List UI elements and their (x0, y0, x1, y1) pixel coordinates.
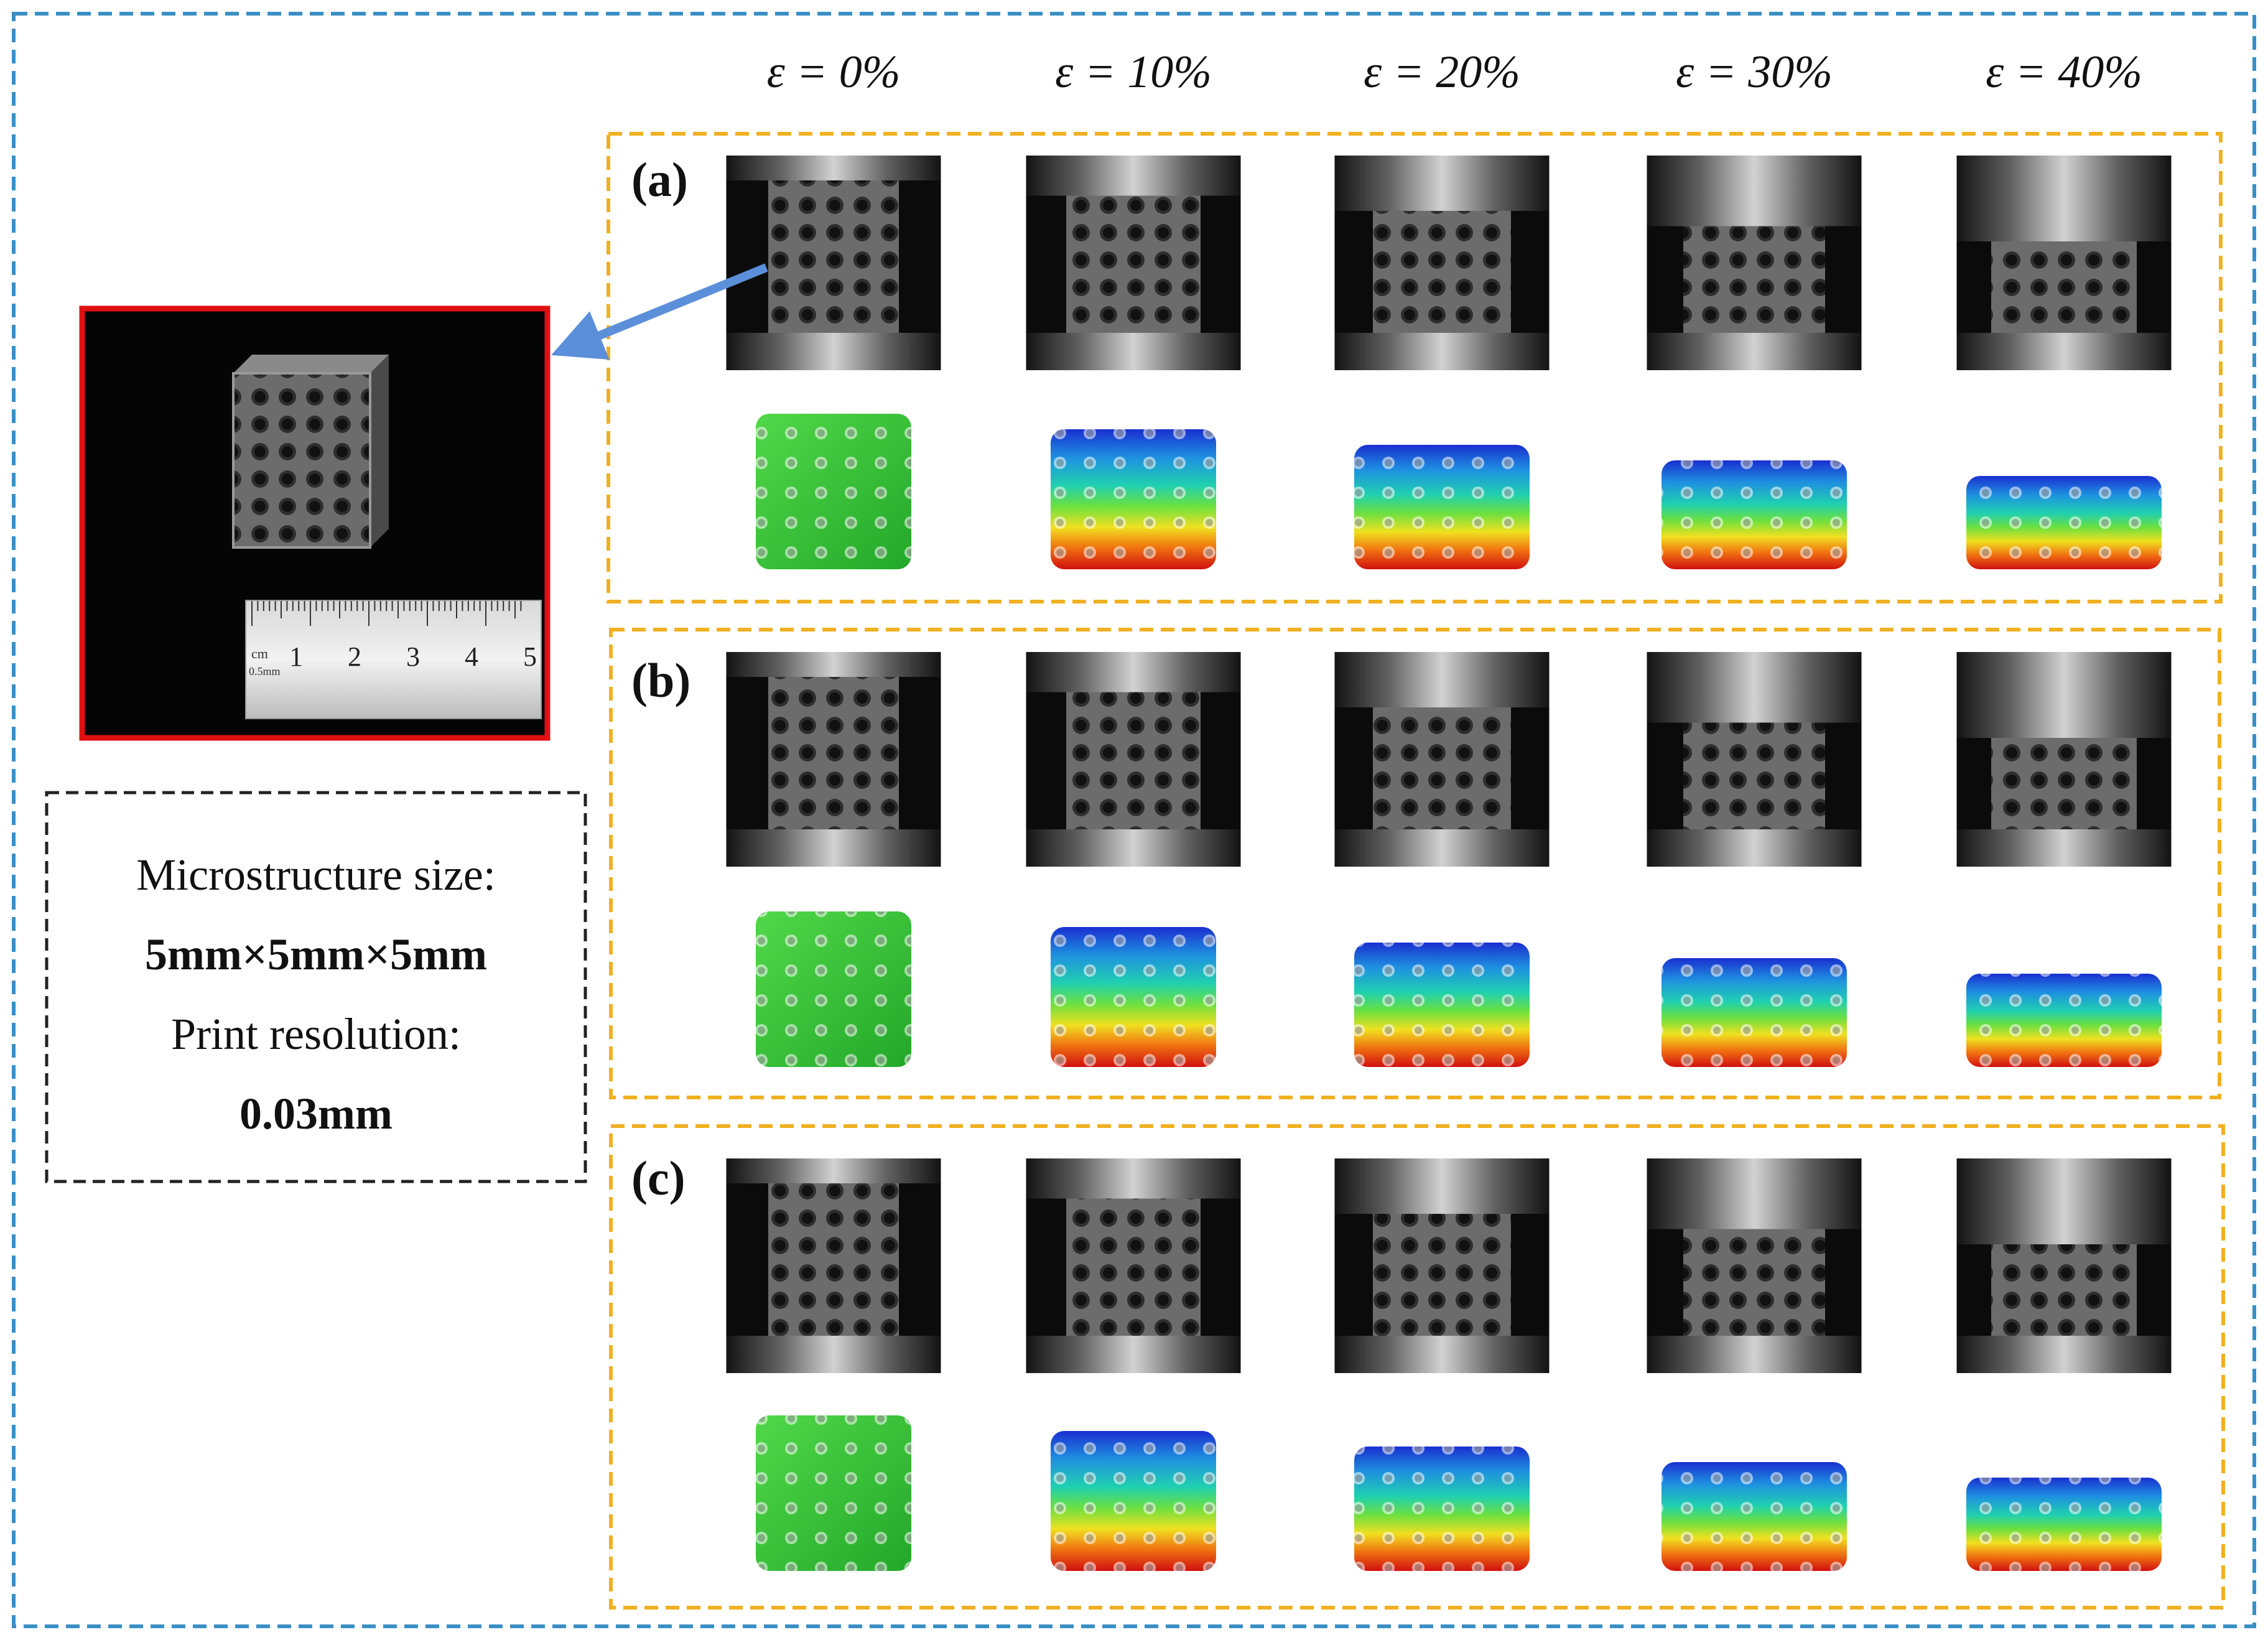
experiment-photo-b-20 (1334, 652, 1550, 867)
ruler-unit-label: cm (251, 646, 268, 661)
specimen-c-0 (768, 1183, 899, 1336)
panel-frame-c (609, 1124, 2225, 1610)
info-box-frame (45, 791, 587, 1183)
specimen-b-20 (1373, 707, 1511, 829)
experiment-photo-c-10 (1026, 1158, 1241, 1373)
experiment-photo-b-10 (1026, 652, 1241, 867)
experiment-photo-a-10 (1026, 156, 1241, 370)
experiment-photo-b-0 (726, 652, 941, 867)
fem-contour-b-40 (1966, 974, 2162, 1067)
strain-header-3: ε = 30% (1676, 47, 1833, 98)
printed-lattice-cube (232, 355, 389, 549)
info-size-label: Microstructure size: (136, 850, 496, 900)
specimen-b-10 (1066, 692, 1201, 829)
experiment-photo-c-40 (1956, 1158, 2172, 1373)
fem-contour-b-20 (1354, 943, 1530, 1067)
sample-photo: cm 0.5mm 1 2 3 4 5 (79, 305, 551, 741)
panel-label-a: (a) (631, 152, 688, 207)
strain-header-1: ε = 10% (1055, 47, 1212, 98)
fem-contour-c-10 (1051, 1431, 1216, 1571)
specimen-a-0 (768, 180, 899, 333)
experiment-photo-c-20 (1334, 1158, 1550, 1373)
outer-frame (12, 12, 2256, 1628)
fem-contour-a-30 (1661, 460, 1847, 569)
info-resolution-value: 0.03mm (239, 1089, 393, 1139)
fem-contour-b-30 (1661, 958, 1847, 1067)
experiment-photo-a-40 (1956, 156, 2172, 370)
specimen-c-40 (1991, 1244, 2137, 1336)
experiment-photo-b-30 (1647, 652, 1862, 867)
fem-contour-c-30 (1661, 1462, 1847, 1571)
specimen-a-10 (1066, 195, 1201, 333)
fem-contour-b-10 (1051, 927, 1216, 1067)
ruler-number-5: 5 (523, 641, 537, 672)
fem-contour-c-0 (756, 1415, 911, 1571)
specimen-b-0 (768, 677, 899, 829)
fem-contour-c-20 (1354, 1447, 1530, 1571)
experiment-photo-a-0 (726, 156, 941, 370)
specimen-a-20 (1373, 211, 1511, 333)
fem-contour-b-0 (756, 911, 911, 1067)
strain-header-4: ε = 40% (1986, 47, 2142, 98)
fem-contour-a-40 (1966, 476, 2162, 569)
fem-contour-a-10 (1051, 429, 1216, 569)
panel-frame-b (609, 628, 2221, 1099)
ruler-number-1: 1 (289, 641, 303, 672)
info-box: Microstructure size: 5mm×5mm×5mm Print r… (45, 791, 587, 1183)
ruler: cm 0.5mm 1 2 3 4 5 (245, 600, 542, 719)
panel-frame-a (607, 132, 2223, 603)
fem-contour-c-40 (1966, 1478, 2162, 1571)
panels-layer (726, 156, 2172, 1571)
specimen-c-20 (1373, 1214, 1511, 1336)
specimen-b-30 (1683, 722, 1825, 829)
fem-contour-a-20 (1354, 445, 1530, 569)
experiment-photo-c-0 (726, 1158, 941, 1373)
ruler-number-3: 3 (406, 641, 420, 672)
specimen-a-40 (1991, 241, 2137, 333)
specimen-a-30 (1683, 226, 1825, 333)
photo-frame (79, 305, 551, 741)
fem-contour-a-0 (756, 414, 911, 569)
strain-header-0: ε = 0% (767, 47, 901, 98)
ruler-number-4: 4 (465, 641, 478, 672)
specimen-c-10 (1066, 1198, 1201, 1336)
experiment-photo-b-40 (1956, 652, 2172, 867)
strain-header-row: ε = 0% ε = 10% ε = 20% ε = 30% ε = 40% (767, 47, 2142, 98)
specimen-b-40 (1991, 738, 2137, 829)
experiment-photo-a-20 (1334, 156, 1550, 370)
panel-label-c: (c) (631, 1151, 686, 1205)
info-resolution-label: Print resolution: (171, 1009, 461, 1059)
ruler-sub-label: 0.5mm (249, 665, 281, 678)
pointer-arrow (551, 263, 768, 360)
specimen-c-30 (1683, 1229, 1825, 1336)
experiment-photo-a-30 (1647, 156, 1862, 370)
strain-header-2: ε = 20% (1364, 47, 1520, 98)
experiment-photo-c-30 (1647, 1158, 1862, 1373)
ruler-number-2: 2 (348, 641, 361, 672)
panel-label-b: (b) (631, 653, 690, 707)
info-size-value: 5mm×5mm×5mm (145, 929, 487, 979)
ruler-ticks (251, 601, 522, 626)
